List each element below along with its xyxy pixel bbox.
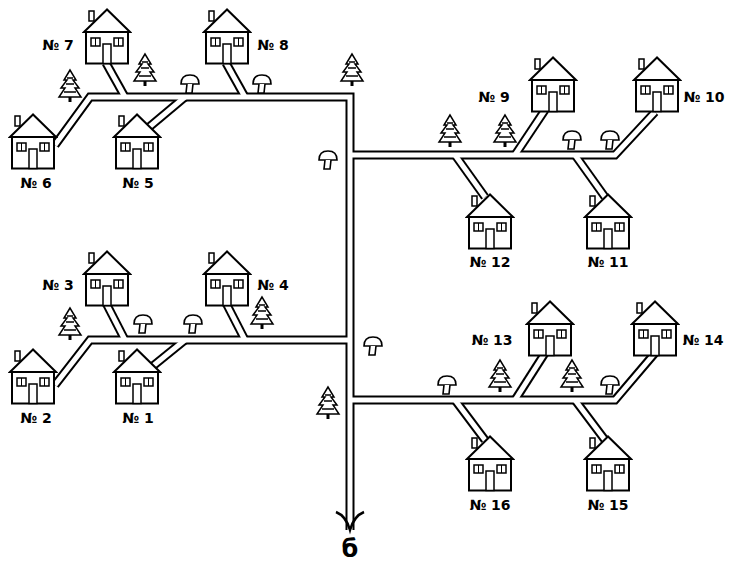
house-outline: [8, 348, 58, 405]
house-number: № 4: [255, 277, 290, 293]
house: № 16: [465, 435, 515, 492]
house: № 3: [82, 250, 132, 307]
house: № 6: [8, 113, 58, 170]
house-number: № 12: [467, 254, 512, 270]
house-number: № 15: [585, 497, 630, 513]
house-outline: [630, 300, 680, 357]
mushrooms: [134, 75, 619, 394]
house: № 14: [630, 300, 680, 357]
house-outline: [82, 8, 132, 65]
house-number: № 1: [120, 410, 155, 426]
house-outline: [202, 250, 252, 307]
house-outline: [112, 113, 162, 170]
house: № 2: [8, 348, 58, 405]
house-number: № 6: [18, 175, 53, 191]
house-outline: [82, 250, 132, 307]
house: № 7: [82, 8, 132, 65]
house: № 13: [525, 300, 575, 357]
house: № 12: [465, 193, 515, 250]
house-number: № 16: [467, 497, 512, 513]
house-outline: [465, 435, 515, 492]
house: № 5: [112, 113, 162, 170]
house-outline: [528, 56, 578, 113]
house: № 8: [202, 8, 252, 65]
house: № 9: [528, 56, 578, 113]
house-number: № 14: [680, 332, 725, 348]
exit-label: б: [340, 536, 361, 562]
house-outline: [632, 56, 682, 113]
house-number: № 11: [585, 254, 630, 270]
trees: [59, 54, 583, 419]
house: № 15: [583, 435, 633, 492]
house-number: № 3: [40, 277, 75, 293]
house-outline: [583, 435, 633, 492]
house-outline: [525, 300, 575, 357]
house-outline: [202, 8, 252, 65]
house-number: № 2: [18, 410, 53, 426]
house-outline: [8, 113, 58, 170]
house-outline: [112, 348, 162, 405]
house-outline: [465, 193, 515, 250]
house: № 10: [632, 56, 682, 113]
house-number: № 10: [681, 89, 726, 105]
house-outline: [583, 193, 633, 250]
house: № 4: [202, 250, 252, 307]
house-number: № 8: [255, 37, 290, 53]
house-number: № 5: [120, 175, 155, 191]
house-number: № 9: [476, 89, 511, 105]
house-number: № 13: [469, 332, 514, 348]
house-number: № 7: [40, 37, 75, 53]
house: № 1: [112, 348, 162, 405]
house: № 11: [583, 193, 633, 250]
